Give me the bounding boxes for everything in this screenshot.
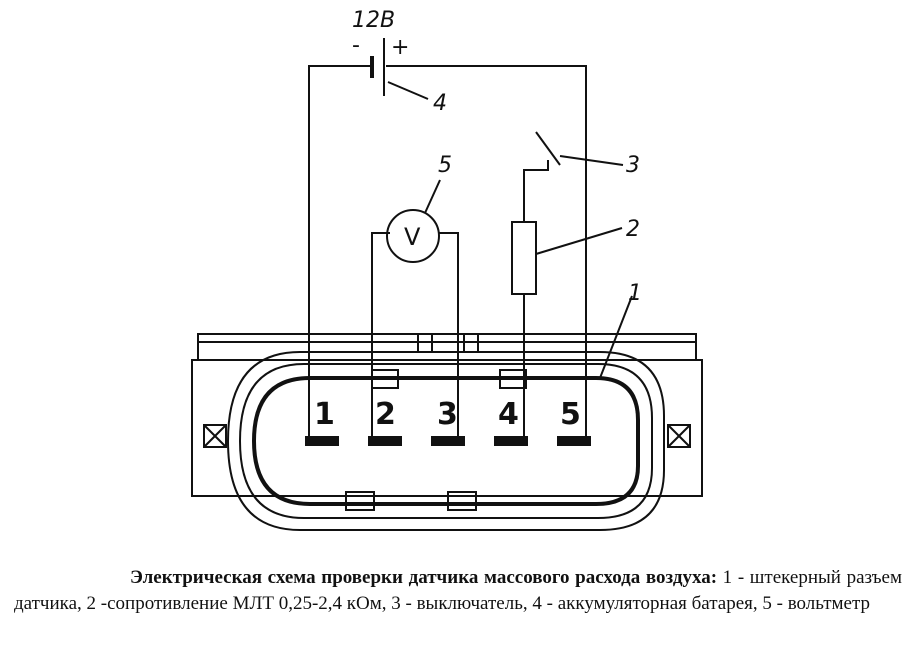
callout-1: 1 <box>628 281 642 306</box>
voltmeter-symbol: V <box>404 223 421 251</box>
connector-housing <box>191 333 703 531</box>
callout-4: 4 <box>433 91 447 116</box>
battery-minus-label: - <box>352 33 360 58</box>
pin-number-1: 1 <box>314 397 335 432</box>
callout-3: 3 <box>626 153 640 178</box>
pin-slots <box>305 436 591 446</box>
pin-number-5: 5 <box>560 397 581 432</box>
battery: 12В - + <box>352 8 409 96</box>
pin-slot-2 <box>368 436 402 446</box>
pin-number-3: 3 <box>437 397 458 432</box>
battery-voltage-label: 12В <box>352 8 395 33</box>
caption-text: 1 - штекерный разъем датчика, 2 -сопроти… <box>14 567 902 614</box>
battery-plus-label: + <box>391 35 409 60</box>
pin-slot-4 <box>494 436 528 446</box>
caption-title: Электрическая схема проверки датчика мас… <box>130 567 718 588</box>
callout-5: 5 <box>438 153 452 178</box>
wires <box>308 65 587 440</box>
pin-number-4: 4 <box>498 397 519 432</box>
voltmeter: V <box>386 209 440 263</box>
callout-2: 2 <box>626 217 640 242</box>
wiring-diagram: 12В - + V 4 3 5 2 1 <box>191 8 703 531</box>
pin-slot-3 <box>431 436 465 446</box>
figure-caption: Электрическая схема проверки датчика мас… <box>14 565 902 617</box>
leader-lines <box>387 81 633 379</box>
pin-slot-1 <box>305 436 339 446</box>
resistor <box>511 221 537 295</box>
pin-slot-5 <box>557 436 591 446</box>
pin-number-2: 2 <box>375 397 396 432</box>
